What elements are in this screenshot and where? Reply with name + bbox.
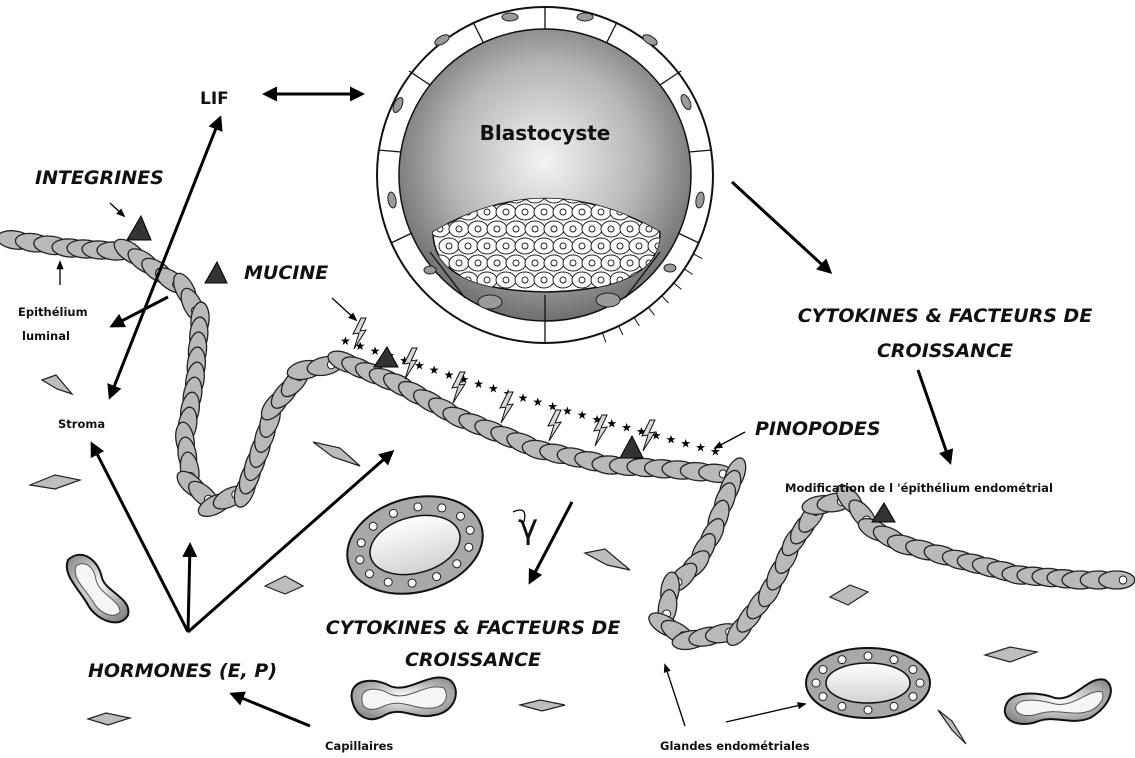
gland-right	[806, 648, 930, 718]
gland-nucleus	[864, 652, 872, 660]
gland-nucleus	[457, 512, 465, 520]
pinopodes-label: PINOPODES	[755, 418, 881, 440]
hormones-up-arrow	[188, 545, 190, 632]
gland-nucleus	[909, 666, 917, 674]
star-mark: ★	[577, 408, 588, 422]
gland-nucleus	[909, 693, 917, 701]
gland-center	[336, 482, 494, 609]
gland-nucleus	[465, 543, 473, 551]
mucine-label: MUCINE	[244, 262, 328, 284]
epithelium-label-line1: Epithélium	[18, 305, 88, 319]
gland-nucleus	[414, 503, 422, 511]
gland-nucleus	[408, 579, 416, 587]
capillaires-hormones-arrow	[232, 694, 310, 726]
integrines-label: INTEGRINES	[35, 167, 164, 189]
star-mark: ★	[606, 417, 617, 431]
blastocyst-cytokines-arrow	[732, 182, 830, 272]
gland-nucleus	[916, 679, 924, 687]
gland-nucleus	[389, 509, 397, 517]
cytokines-center-line1: CYTOKINES & FACTEURS DE	[326, 617, 621, 639]
star-mark: ★	[429, 363, 440, 377]
cytokines-right-line2: CROISSANCE	[877, 340, 1013, 362]
hormones-label: HORMONES (E, P)	[88, 660, 277, 682]
capillaries	[67, 555, 1111, 724]
glandes-label: Glandes endométriales	[660, 739, 810, 753]
mucine-bolt	[548, 410, 561, 441]
star-mark: ★	[473, 377, 484, 391]
epithelium-label-line2: luminal	[22, 329, 70, 343]
gland-nucleus	[819, 666, 827, 674]
gamma-label: γ	[518, 507, 538, 547]
star-mark: ★	[532, 395, 543, 409]
star-mark: ★	[695, 441, 706, 455]
stroma-label: Stroma	[58, 417, 105, 431]
modification-label: Modification de l 'épithélium endométria…	[785, 481, 1053, 495]
star-mark: ★	[340, 334, 351, 348]
gland-nucleus	[366, 570, 374, 578]
gland-nucleus	[384, 578, 392, 586]
cytokines-right-line1: CYTOKINES & FACTEURS DE	[798, 305, 1093, 327]
blastocyste-label: Blastocyste	[480, 121, 611, 145]
gland-nucleus	[838, 702, 846, 710]
gland-nucleus	[838, 656, 846, 664]
star-mark: ★	[370, 344, 381, 358]
cytokines-modification-arrow	[918, 370, 950, 462]
star-mark: ★	[680, 437, 691, 451]
gland-nucleus	[890, 702, 898, 710]
star-mark: ★	[710, 445, 721, 459]
gland-nucleus	[433, 573, 441, 581]
gland-nucleus	[466, 526, 474, 534]
epithelial-cell	[1099, 571, 1135, 589]
gland-nucleus	[890, 656, 898, 664]
gland-nucleus	[812, 679, 820, 687]
star-mark: ★	[666, 433, 677, 447]
blastocyst: Blastocyste	[377, 7, 713, 343]
gland-nucleus	[819, 693, 827, 701]
gland-nucleus	[864, 706, 872, 714]
gland-nucleus	[438, 504, 446, 512]
capillaires-label: Capillaires	[325, 739, 393, 753]
star-mark: ★	[488, 382, 499, 396]
star-mark: ★	[562, 404, 573, 418]
gland-nucleus	[369, 522, 377, 530]
gland-nucleus	[356, 556, 364, 564]
star-mark: ★	[518, 391, 529, 405]
gland-nucleus	[453, 560, 461, 568]
star-mark: ★	[621, 421, 632, 435]
gland-nucleus	[357, 539, 365, 547]
lif-label: LIF	[200, 89, 229, 109]
star-mark: ★	[444, 368, 455, 382]
cytokines-center-line2: CROISSANCE	[405, 649, 541, 671]
